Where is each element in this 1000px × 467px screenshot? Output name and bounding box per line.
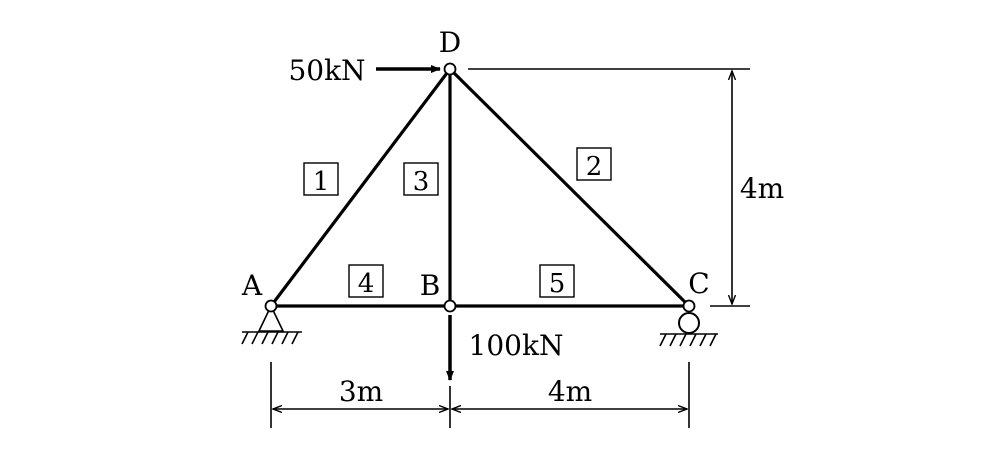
member-number-1: 1	[303, 162, 339, 197]
load-label-vertical: 100kN	[469, 329, 564, 362]
node-label-c: C	[688, 267, 709, 300]
svg-text:2: 2	[586, 152, 603, 182]
svg-text:1: 1	[313, 167, 330, 197]
joint-b	[443, 299, 457, 313]
joint-d	[443, 62, 457, 76]
dimension-label-bc: 4m	[548, 375, 592, 408]
member-number-4: 4	[348, 264, 384, 299]
member-dc	[448, 67, 691, 308]
member-ad	[269, 67, 452, 308]
member-number-5: 5	[539, 264, 575, 299]
member-number-3: 3	[403, 162, 439, 197]
svg-text:5: 5	[549, 269, 566, 299]
node-label-d: D	[439, 26, 461, 59]
load-label-horizontal: 50kN	[288, 54, 365, 87]
pin-support-a	[241, 304, 302, 345]
joint-c	[682, 299, 696, 313]
joint-a	[264, 299, 278, 313]
svg-text:3: 3	[413, 167, 430, 197]
node-label-b: B	[420, 269, 441, 302]
node-label-a: A	[241, 269, 263, 302]
roller-support-c	[659, 312, 718, 347]
dimension-label-ab: 3m	[339, 375, 383, 408]
dimension-label-height: 4m	[740, 172, 784, 205]
member-number-2: 2	[576, 147, 612, 182]
svg-text:4: 4	[358, 269, 375, 299]
